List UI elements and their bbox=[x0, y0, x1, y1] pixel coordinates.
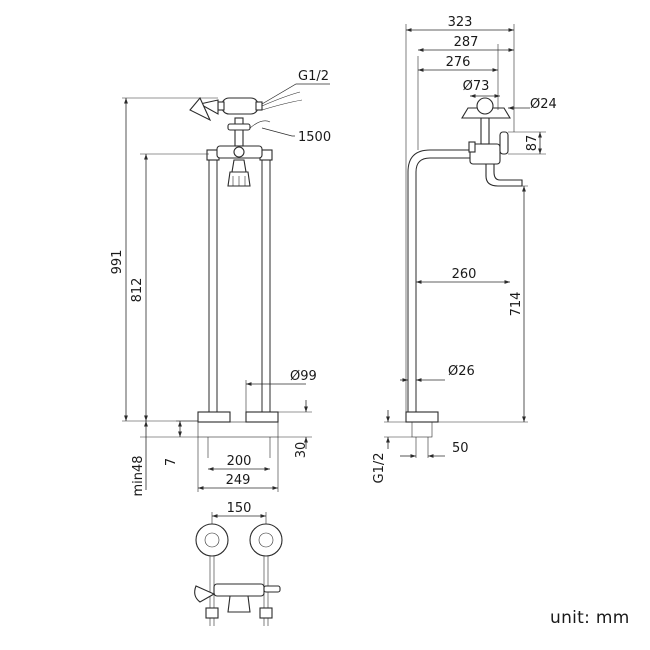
top-view: 150 bbox=[194, 501, 283, 626]
side-handset-cradle bbox=[476, 97, 494, 115]
front-width-outer-label: 249 bbox=[226, 473, 251, 488]
front-hose-length-label: 1500 bbox=[298, 130, 331, 145]
side-spout-reach-label: 260 bbox=[452, 267, 477, 282]
front-base-right bbox=[245, 411, 279, 423]
front-g12-label: G1/2 bbox=[298, 69, 329, 84]
unit-label: unit: mm bbox=[550, 608, 630, 628]
side-cradle-dia-label: Ø73 bbox=[463, 79, 490, 94]
front-handset bbox=[221, 97, 259, 115]
top-right-base bbox=[249, 523, 283, 557]
side-handset-dia-label: Ø24 bbox=[530, 97, 557, 112]
front-shower-head bbox=[198, 99, 219, 115]
top-valve-body bbox=[213, 583, 265, 597]
front-floor-gap-label: 7 bbox=[164, 458, 179, 466]
front-valve-height-label: 812 bbox=[130, 278, 145, 303]
front-base-dia-label: Ø99 bbox=[290, 369, 317, 384]
side-depth-276-label: 276 bbox=[446, 55, 471, 70]
side-depth-287-label: 287 bbox=[454, 35, 479, 50]
top-left-base bbox=[195, 523, 229, 557]
side-inlet-thread-label: G1/2 bbox=[372, 453, 387, 484]
side-base bbox=[405, 411, 439, 423]
side-spout bbox=[485, 163, 523, 187]
front-left-pipe bbox=[208, 159, 218, 413]
front-base-height-label: 30 bbox=[294, 442, 309, 459]
front-hose bbox=[261, 91, 301, 107]
front-spout bbox=[231, 159, 247, 173]
side-valve-offset-label: 87 bbox=[525, 135, 540, 152]
side-depth-total-label: 323 bbox=[448, 15, 473, 30]
front-min-depth-label: min48 bbox=[131, 455, 146, 496]
side-view: 323 287 276 Ø73 Ø24 87 260 714 Ø26 G1/2 … bbox=[372, 15, 557, 484]
side-inlet-width-label: 50 bbox=[452, 441, 469, 456]
side-spout-height-label: 714 bbox=[509, 292, 524, 317]
front-base-left bbox=[197, 411, 231, 423]
top-centers-label: 150 bbox=[227, 501, 252, 516]
front-view: G1/2 1500 991 812 Ø99 30 7 min48 200 249 bbox=[110, 69, 331, 497]
front-width-inner-label: 200 bbox=[227, 454, 252, 469]
front-right-pipe bbox=[261, 159, 271, 413]
side-pipe-dia-label: Ø26 bbox=[448, 364, 475, 379]
front-total-height-label: 991 bbox=[110, 250, 125, 275]
